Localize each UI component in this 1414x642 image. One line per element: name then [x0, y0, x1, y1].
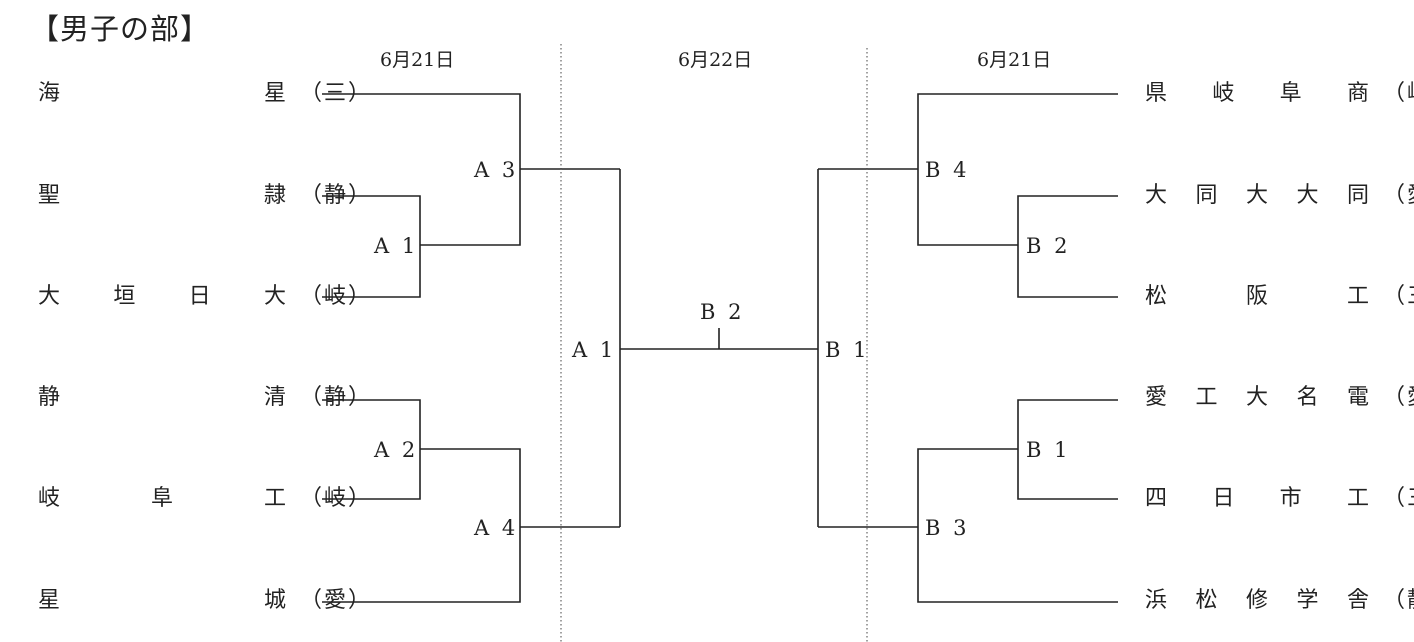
bracket-line-left-5 [322, 448, 521, 603]
left-team-6: 星城 （愛） [38, 586, 372, 616]
match-label-a4: A 4 [474, 516, 519, 540]
match-label-b1: B 1 [1026, 438, 1071, 462]
match-label-a3: A 3 [474, 158, 519, 182]
team-name: 愛工大名電 [1145, 385, 1369, 410]
team-prefecture: （三） [1383, 284, 1414, 309]
right-team-6: 浜松修学舎 （静） [1145, 586, 1414, 616]
right-team-3: 松阪工 （三） [1145, 282, 1414, 312]
bracket-line-left-2 [322, 195, 421, 298]
team-name: 松阪工 [1145, 284, 1369, 309]
match-label-a2: A 2 [374, 438, 419, 462]
team-prefecture: （三） [1383, 486, 1414, 511]
match-label-a1: A 1 [374, 234, 419, 258]
team-name: 県岐阜商 [1145, 81, 1369, 106]
date-right: 6月21日 [977, 49, 1052, 71]
team-prefecture: （愛） [1383, 385, 1414, 410]
left-team-2: 聖隷（静） [38, 181, 372, 211]
right-team-5: 四日市工 （三） [1145, 484, 1414, 514]
team-name: 大垣日大 [38, 284, 286, 309]
date-left: 6月21日 [380, 49, 455, 71]
match-label-b3: B 3 [925, 516, 970, 540]
bracket-title: 【男子の部】 [30, 12, 211, 46]
match-label-b2: B 2 [1026, 234, 1071, 258]
match-label-semi-b1: B 1 [825, 338, 870, 362]
left-team-4: 静清 （静） [38, 383, 372, 413]
team-name: 海星 [38, 81, 286, 106]
match-label-semi-a1: A 1 [572, 338, 617, 362]
bracket-line-right-2 [1017, 195, 1118, 298]
team-prefecture: （愛） [300, 588, 373, 613]
right-team-2: 大同大大同 （愛） [1145, 181, 1414, 211]
team-name: 星城 [38, 588, 286, 613]
team-prefecture: （静） [300, 385, 373, 410]
team-name: 浜松修学舎 [1145, 588, 1369, 613]
team-name: 静清 [38, 385, 286, 410]
team-prefecture: （岐） [1383, 81, 1414, 106]
team-name: 岐阜工 [38, 486, 286, 511]
team-prefecture: （静） [1383, 588, 1414, 613]
right-team-4: 愛工大名電 （愛） [1145, 383, 1414, 413]
right-team-1: 県岐阜商 （岐） [1145, 79, 1414, 109]
team-name: 聖隷 [38, 183, 286, 208]
team-name: 大同大大同 [1145, 183, 1369, 208]
date-center: 6月22日 [678, 49, 753, 71]
bracket-line-right-5 [917, 448, 1118, 603]
match-label-final-b2: B 2 [700, 300, 745, 324]
match-label-b4: B 4 [925, 158, 970, 182]
team-prefecture: （愛） [1383, 183, 1414, 208]
team-name: 四日市工 [1145, 486, 1369, 511]
